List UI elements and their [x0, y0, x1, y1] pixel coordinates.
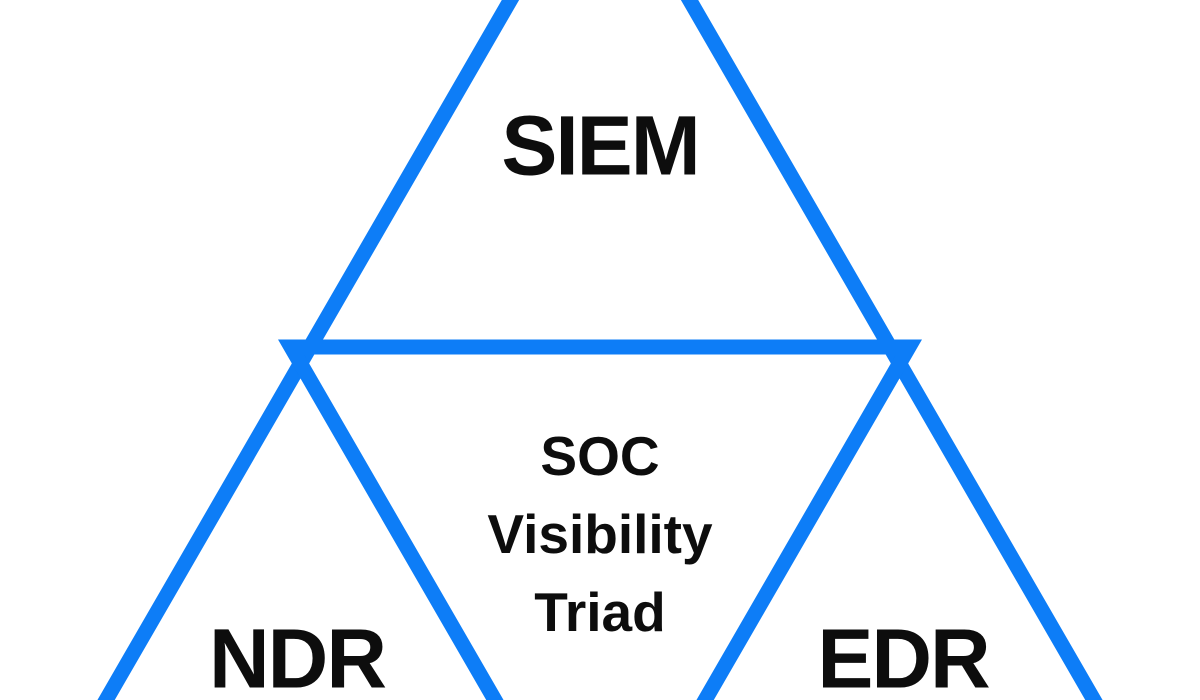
- siem-label: SIEM: [501, 98, 700, 193]
- diagram-title-line-3: Triad: [534, 581, 666, 643]
- edr-label: EDR: [817, 611, 990, 700]
- diagram-title-line-2: Visibility: [487, 503, 713, 565]
- ndr-label: NDR: [209, 611, 387, 700]
- inner-inverted-triangle-outline: [278, 339, 922, 700]
- diagram-title-line-1: SOC: [540, 425, 660, 487]
- diagram-title: SOC Visibility Triad: [487, 417, 712, 651]
